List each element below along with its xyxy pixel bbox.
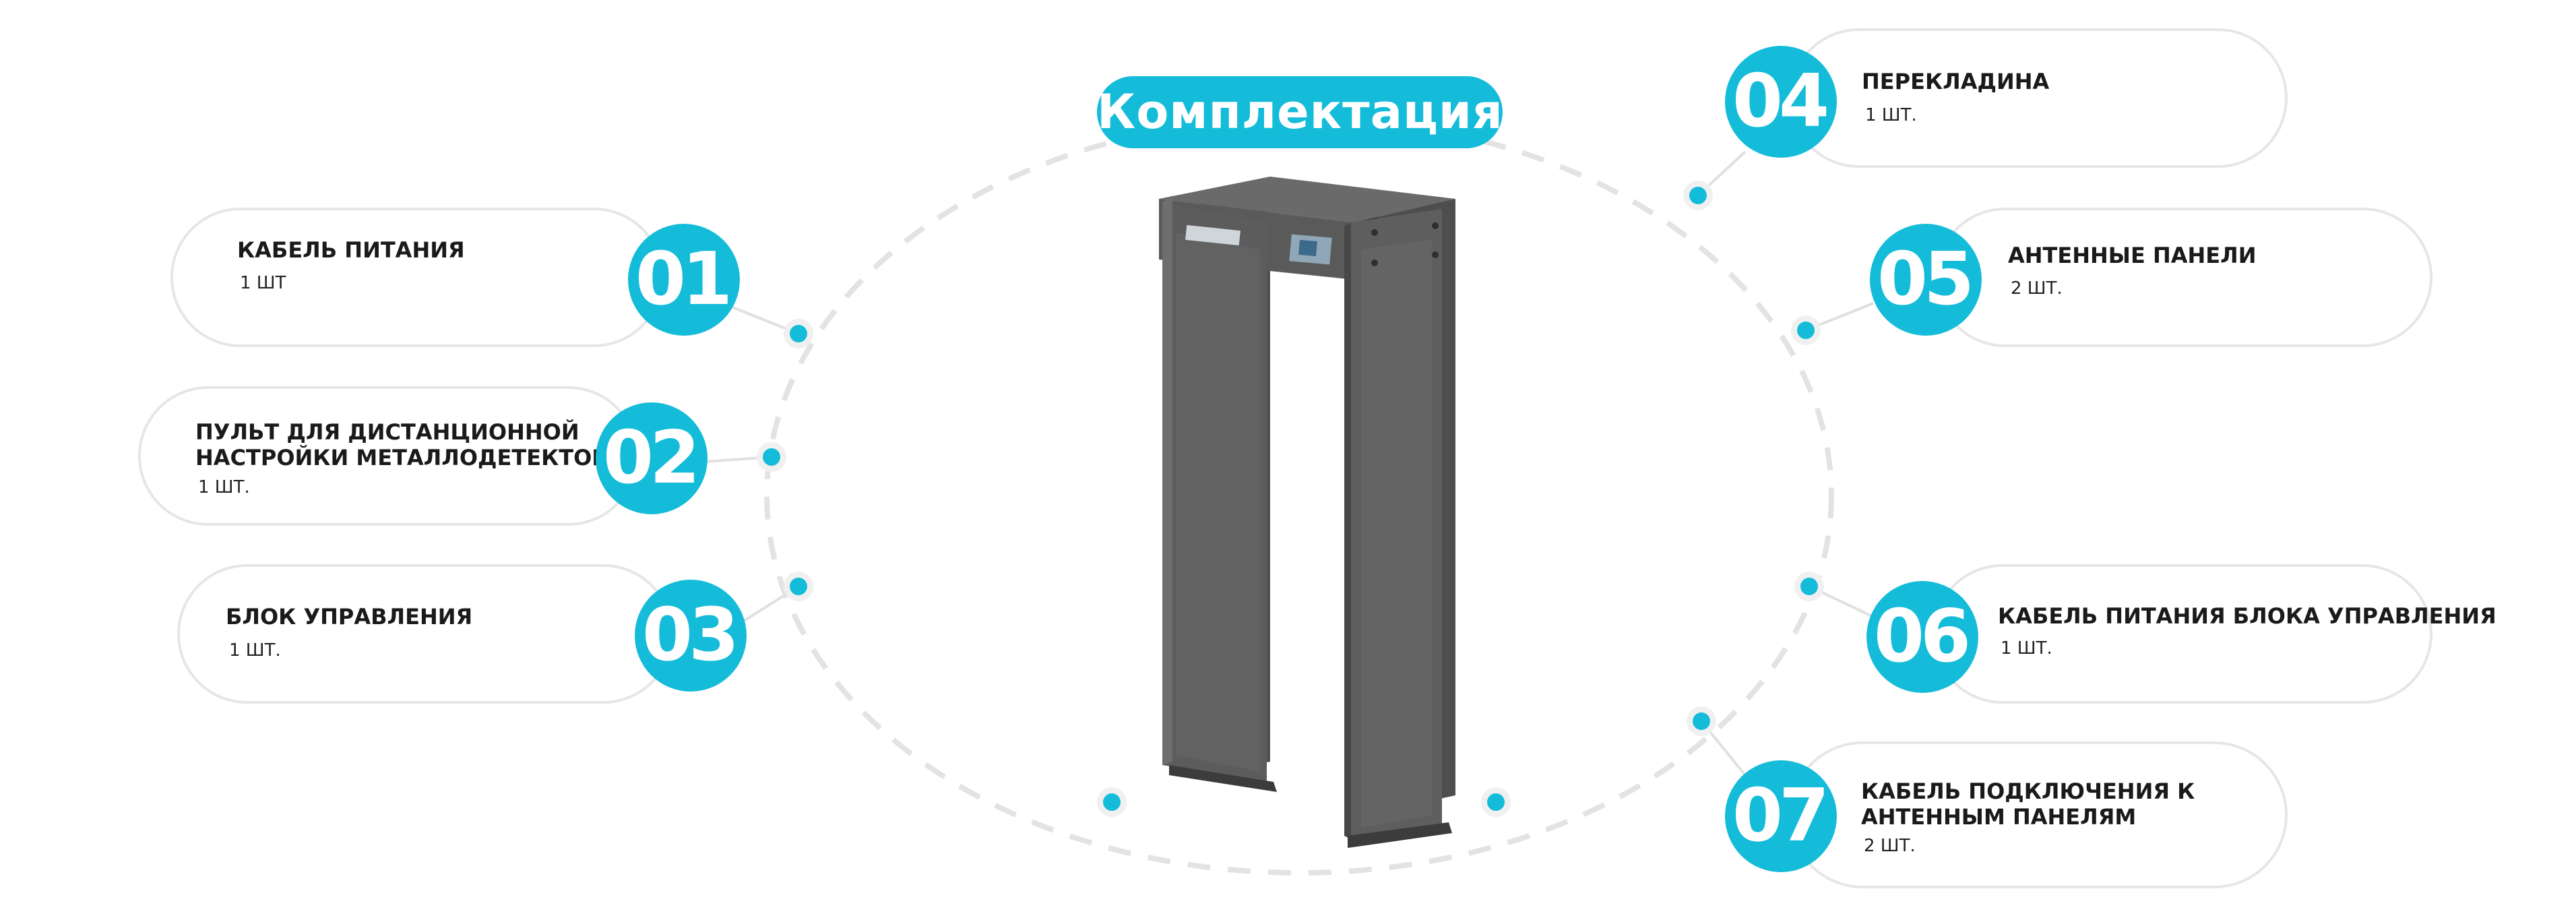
item-07-title-line1: КАБЕЛЬ ПОДКЛЮЧЕНИЯ К	[1861, 778, 2195, 804]
dot-05	[1791, 315, 1821, 345]
crossbar-top	[1159, 177, 1455, 222]
badge-04: 04	[1725, 46, 1837, 158]
badge-01-number: 01	[635, 237, 732, 322]
item-06-qty: 1 ШТ.	[2001, 638, 2052, 659]
item-02-title-line1: ПУЛЬТ ДЛЯ ДИСТАНЦИОННОЙ	[195, 419, 579, 445]
dot-bottom-left	[1097, 787, 1127, 817]
badge-02: 02	[596, 402, 708, 514]
badge-02-number: 02	[602, 416, 700, 500]
item-02-title-line2: НАСТРОЙКИ МЕТАЛЛОДЕТЕКТОРА	[195, 445, 625, 470]
badge-03-number: 03	[641, 593, 739, 677]
card-03	[177, 564, 673, 704]
badge-04-number: 04	[1732, 59, 1829, 144]
dot-07	[1687, 706, 1716, 736]
card-04	[1789, 28, 2288, 168]
dot-bottom-right	[1481, 787, 1511, 817]
item-04-title: ПЕРЕКЛАДИНА	[1862, 69, 2050, 94]
item-07-title-line2: АНТЕННЫМ ПАНЕЛЯМ	[1861, 804, 2137, 830]
badge-07-number: 07	[1732, 774, 1829, 858]
dot-06	[1794, 572, 1824, 601]
badge-07: 07	[1725, 760, 1837, 872]
item-04-qty: 1 ШТ.	[1865, 105, 1917, 125]
card-05	[1935, 208, 2432, 347]
item-07-qty: 2 ШТ.	[1864, 836, 1916, 856]
card-07	[1789, 741, 2288, 888]
dot-03	[784, 572, 813, 601]
card-01	[170, 208, 664, 347]
dot-04	[1683, 181, 1713, 210]
metal-detector-illustration	[1159, 177, 1455, 848]
badge-06: 06	[1866, 581, 1978, 693]
foot-right	[1348, 822, 1452, 848]
item-06-title: КАБЕЛЬ ПИТАНИЯ БЛОКА УПРАВЛЕНИЯ	[1998, 603, 2496, 629]
dot-02	[757, 442, 786, 472]
connector-lines	[703, 150, 1874, 776]
item-02-qty: 1 ШТ.	[198, 477, 250, 497]
item-03-title: БЛОК УПРАВЛЕНИЯ	[226, 604, 473, 630]
badge-05-number: 05	[1877, 237, 1974, 322]
item-05-qty: 2 ШТ.	[2011, 278, 2063, 299]
dot-01	[784, 319, 813, 348]
brand-plate	[1185, 224, 1240, 246]
badge-06-number: 06	[1873, 594, 1971, 679]
connector-dots	[757, 181, 1824, 817]
item-01-title: КАБЕЛЬ ПИТАНИЯ	[237, 237, 465, 263]
item-01-qty: 1 ШТ	[240, 273, 286, 293]
item-05-title: АНТЕННЫЕ ПАНЕЛИ	[2008, 243, 2257, 268]
title-pill: Комплектация	[1097, 76, 1503, 148]
item-03-qty: 1 ШТ.	[229, 640, 281, 661]
badge-05: 05	[1870, 224, 1982, 336]
badge-03: 03	[635, 580, 747, 692]
foot-left	[1169, 765, 1277, 792]
badge-01: 01	[628, 224, 740, 336]
card-06	[1933, 564, 2432, 704]
